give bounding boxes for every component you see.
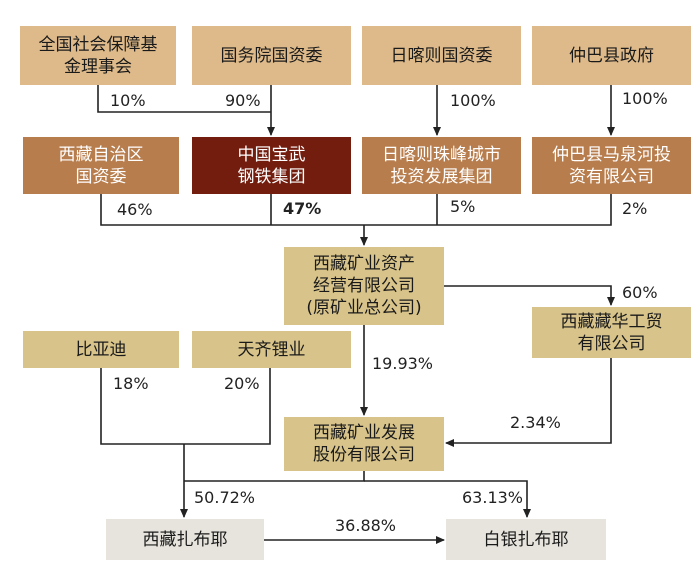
node-baiyin-zhabuye: 白银扎布耶 <box>446 519 606 560</box>
line-biyadi-tianqi-bus <box>100 368 271 445</box>
pct-zhongba-to-maquanhe: 100% <box>622 89 668 108</box>
line-fazhan-to-baiyin <box>364 480 531 518</box>
pct-fazhan-to-baiyin-zhabuye: 63.13% <box>462 488 524 507</box>
node-maquanhe: 仲巴县马泉河投 资有限公司 <box>532 137 691 194</box>
node-biyadi: 比亚迪 <box>23 331 179 368</box>
pct-xizang-to-baiyin-zhabuye: 36.88% <box>335 516 397 535</box>
pct-huagong-to-fazhan: 2.34% <box>510 413 561 432</box>
line-shehui-to-baowu <box>97 85 271 113</box>
node-tianqi: 天齐锂业 <box>192 331 351 368</box>
pct-fazhan-to-xizang-zhabuye: 50.72% <box>194 488 256 507</box>
pct-guowuyuan-to-baowu: 90% <box>225 91 261 110</box>
line-xizang-bus <box>100 194 612 226</box>
line-zichan-to-huagong <box>444 285 615 306</box>
pct-zichan-to-huagong: 60% <box>622 283 658 302</box>
node-guowuyuan-guozi: 国务院国资委 <box>192 26 351 85</box>
node-shehui-baozhang: 全国社会保障基 金理事会 <box>20 26 176 85</box>
node-huagong: 西藏藏华工贸 有限公司 <box>532 307 691 358</box>
node-xizang-zhabuye: 西藏扎布耶 <box>106 519 264 560</box>
node-kuangye-fazhan: 西藏矿业发展 股份有限公司 <box>284 417 444 471</box>
node-rikaze-guozi: 日喀则国资委 <box>362 26 521 85</box>
pct-maquanhe-to-zichan: 2% <box>622 199 648 218</box>
pct-shehui-to-baowu: 10% <box>110 91 146 110</box>
pct-baowu-to-zichan: 47% <box>283 199 322 218</box>
line-huagong-to-fazhan <box>445 358 612 447</box>
line-fazhan-split <box>184 471 365 482</box>
pct-rikaze-to-zhufeng: 100% <box>450 91 496 110</box>
node-zhongba-zhengfu: 仲巴县政府 <box>532 26 691 85</box>
node-xizang-guozi: 西藏自治区 国资委 <box>23 137 179 194</box>
node-baowu: 中国宝武 钢铁集团 <box>192 137 351 194</box>
node-zhufeng: 日喀则珠峰城市 投资发展集团 <box>362 137 521 194</box>
pct-biyadi-to-zhabuye: 18% <box>113 374 149 393</box>
pct-xizang-to-zichan: 46% <box>117 200 153 219</box>
pct-zichan-to-fazhan: 19.93% <box>372 354 434 373</box>
pct-tianqi-to-zhabuye: 20% <box>224 374 260 393</box>
node-kuangye-zichan: 西藏矿业资产 经营有限公司 (原矿业总公司) <box>284 247 444 325</box>
pct-zhufeng-to-zichan: 5% <box>450 197 476 216</box>
